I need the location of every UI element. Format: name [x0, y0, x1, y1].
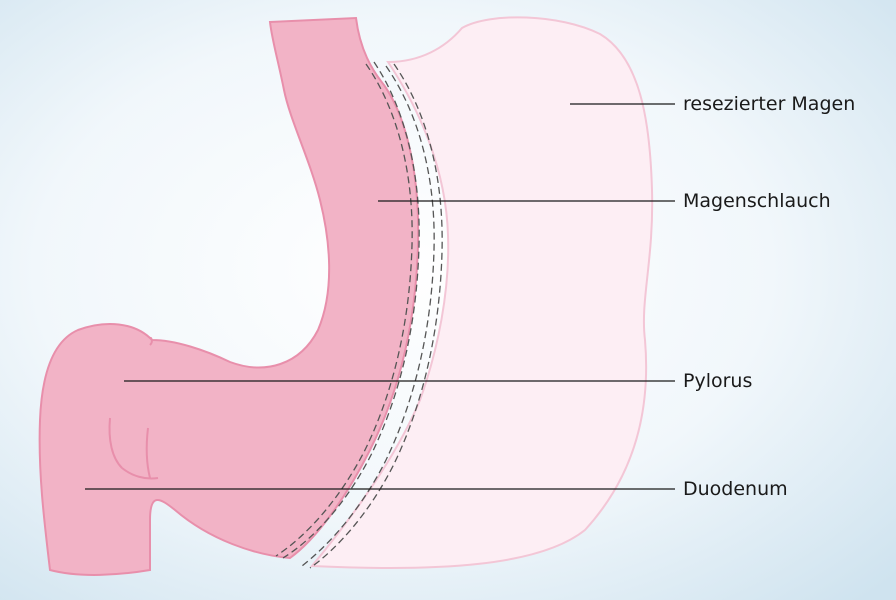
staple-line-sleeve-2 [282, 61, 420, 559]
label-duodenum: Duodenum [683, 478, 788, 500]
pylorus-contour [149, 336, 153, 346]
resected-stomach-shape [309, 16, 654, 570]
duodenum-fold-1 [108, 417, 123, 469]
duodenum-fold-2 [145, 427, 151, 479]
staple-line-resected-2 [309, 63, 443, 569]
duodenum-inner-curve [121, 467, 159, 480]
staple-line-resected-1 [301, 65, 435, 567]
gastric-sleeve-shape [38, 16, 420, 576]
staple-line-sleeve-1 [275, 63, 413, 557]
label-pylorus: Pylorus [683, 370, 753, 392]
label-gastric-sleeve: Magenschlauch [683, 190, 831, 212]
label-resected-stomach: resezierter Magen [683, 93, 856, 115]
